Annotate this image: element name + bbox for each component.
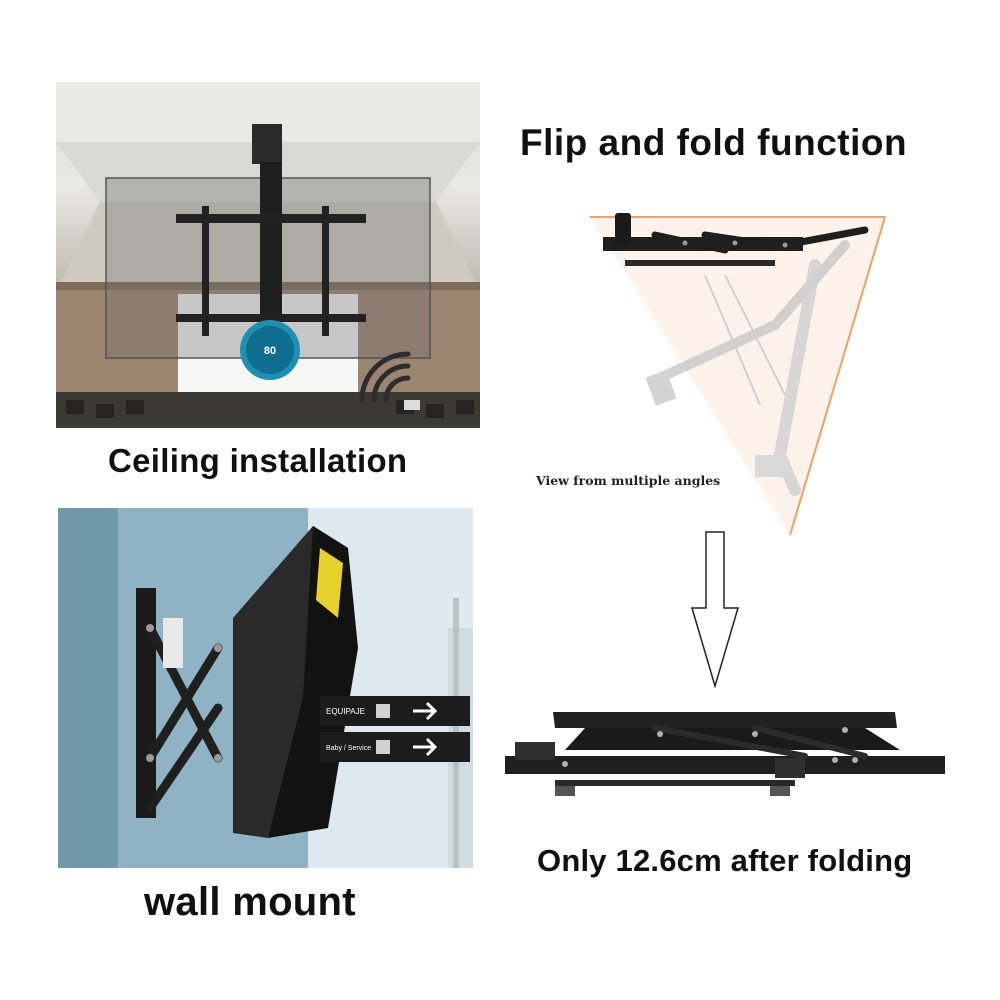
ceiling-installation-caption: Ceiling installation bbox=[108, 442, 408, 479]
mount-angles-illustration bbox=[590, 213, 886, 536]
flip-fold-title: Flip and fold function bbox=[520, 122, 908, 163]
sign-service-text: Baby / Service bbox=[326, 745, 371, 752]
flip-fold-diagram bbox=[585, 205, 890, 540]
wall-mount-caption: wall mount bbox=[144, 880, 356, 924]
wall-mount-photo: EQUIPAJE Baby / Service bbox=[58, 508, 473, 868]
ceiling-scene: 80 bbox=[56, 82, 480, 428]
screen-size-badge: 80 bbox=[264, 345, 276, 357]
view-angles-caption: View from multiple angles bbox=[536, 473, 721, 488]
folding-thickness-caption: Only 12.6cm after folding bbox=[537, 843, 913, 878]
down-arrow-icon bbox=[690, 530, 740, 689]
folded-mount-illustration bbox=[505, 700, 950, 805]
ceiling-installation-photo: 80 bbox=[56, 82, 480, 428]
sign-equipaje-text: EQUIPAJE bbox=[326, 707, 365, 716]
wall-scene: EQUIPAJE Baby / Service bbox=[58, 508, 473, 868]
